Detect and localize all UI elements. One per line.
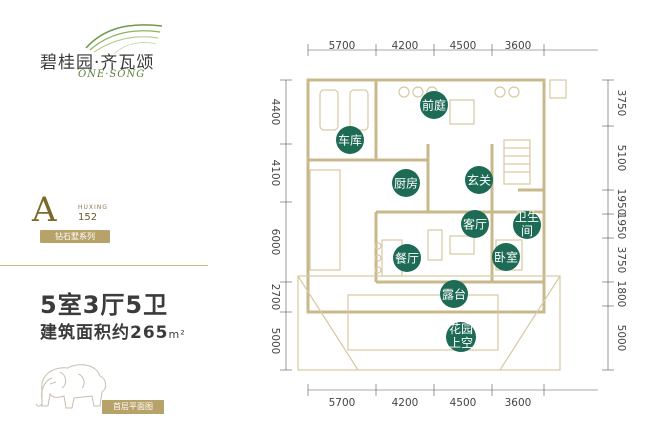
unit-type-letter: A [32, 190, 57, 230]
dim-right-7: 5000 [615, 325, 627, 352]
room-garage: 车库 [336, 126, 364, 154]
dim-top-4: 3600 [505, 40, 532, 52]
dim-left-4: 2700 [269, 284, 281, 311]
room-dining-label: 餐厅 [395, 251, 419, 266]
floor-plan: 5700 4200 4500 3600 5700 4200 4500 3600 … [269, 40, 627, 409]
unit-area-code: 152 [78, 212, 98, 223]
dim-bottom-2: 4200 [392, 397, 419, 409]
dim-right-5: 3750 [615, 247, 627, 274]
dim-right-4: 1950 [615, 213, 627, 240]
unit-type-label: HUXING [78, 204, 108, 211]
divider [0, 265, 208, 266]
brand-name: 碧桂园·齐瓦颂 [40, 53, 155, 73]
room-count-title: 5室3厅5卫 [40, 291, 169, 319]
dim-right-6: 1800 [615, 281, 627, 308]
floor-area-title: 建筑面积约265m² [40, 318, 186, 343]
room-garage-label: 车库 [338, 133, 362, 148]
room-bathroom: 卫生 间 [513, 210, 541, 239]
room-kitchen: 厨房 [392, 169, 420, 197]
garden-void-outline [297, 275, 561, 371]
dim-bottom-1: 5700 [329, 397, 356, 409]
room-bedroom-label: 卧室 [494, 250, 518, 265]
dim-left-5: 5000 [269, 328, 281, 355]
exterior-wall [306, 78, 546, 314]
dim-right-2: 5100 [615, 145, 627, 172]
series-badge: 钻石墅系列 [40, 230, 110, 243]
elephant-illustration-icon [35, 364, 107, 409]
dim-right-3: 1950 [615, 189, 627, 216]
dim-top-3: 4500 [450, 40, 477, 52]
dim-bottom-3: 4500 [450, 397, 477, 409]
room-living: 客厅 [461, 210, 489, 238]
floor-area-unit: m² [168, 328, 186, 341]
room-terrace: 露台 [440, 280, 468, 308]
dim-top-1: 5700 [329, 40, 356, 52]
room-garden-label-2: 上空 [449, 336, 473, 350]
room-garden-label-1: 花园 [449, 321, 473, 336]
room-dining: 餐厅 [393, 244, 421, 272]
room-bedroom: 卧室 [492, 243, 520, 271]
dim-bottom-4: 3600 [505, 397, 532, 409]
room-bathroom-label-2: 间 [521, 224, 533, 238]
leaf-logo-icon [85, 24, 163, 55]
room-living-label: 客厅 [463, 217, 487, 232]
dim-left-2: 4100 [269, 160, 281, 187]
brand-english-name: ONE·SONG [78, 69, 146, 80]
dim-top-2: 4200 [392, 40, 419, 52]
room-kitchen-label: 厨房 [394, 176, 418, 191]
room-foyer-label: 玄关 [467, 173, 491, 188]
floor-area-value: 建筑面积约265 [40, 323, 169, 343]
room-front-yard-label: 前庭 [422, 98, 446, 113]
room-front-yard: 前庭 [420, 91, 448, 119]
room-terrace-label: 露台 [442, 287, 466, 302]
dim-left-1: 4400 [269, 99, 281, 126]
dim-left-3: 6000 [269, 229, 281, 256]
floor-label-badge: 首层平面图 [102, 400, 164, 414]
room-garden: 花园 上空 [446, 321, 476, 352]
room-foyer: 玄关 [465, 166, 493, 194]
dim-right-1: 3750 [615, 90, 627, 117]
room-bathroom-label-1: 卫生 [515, 210, 539, 224]
